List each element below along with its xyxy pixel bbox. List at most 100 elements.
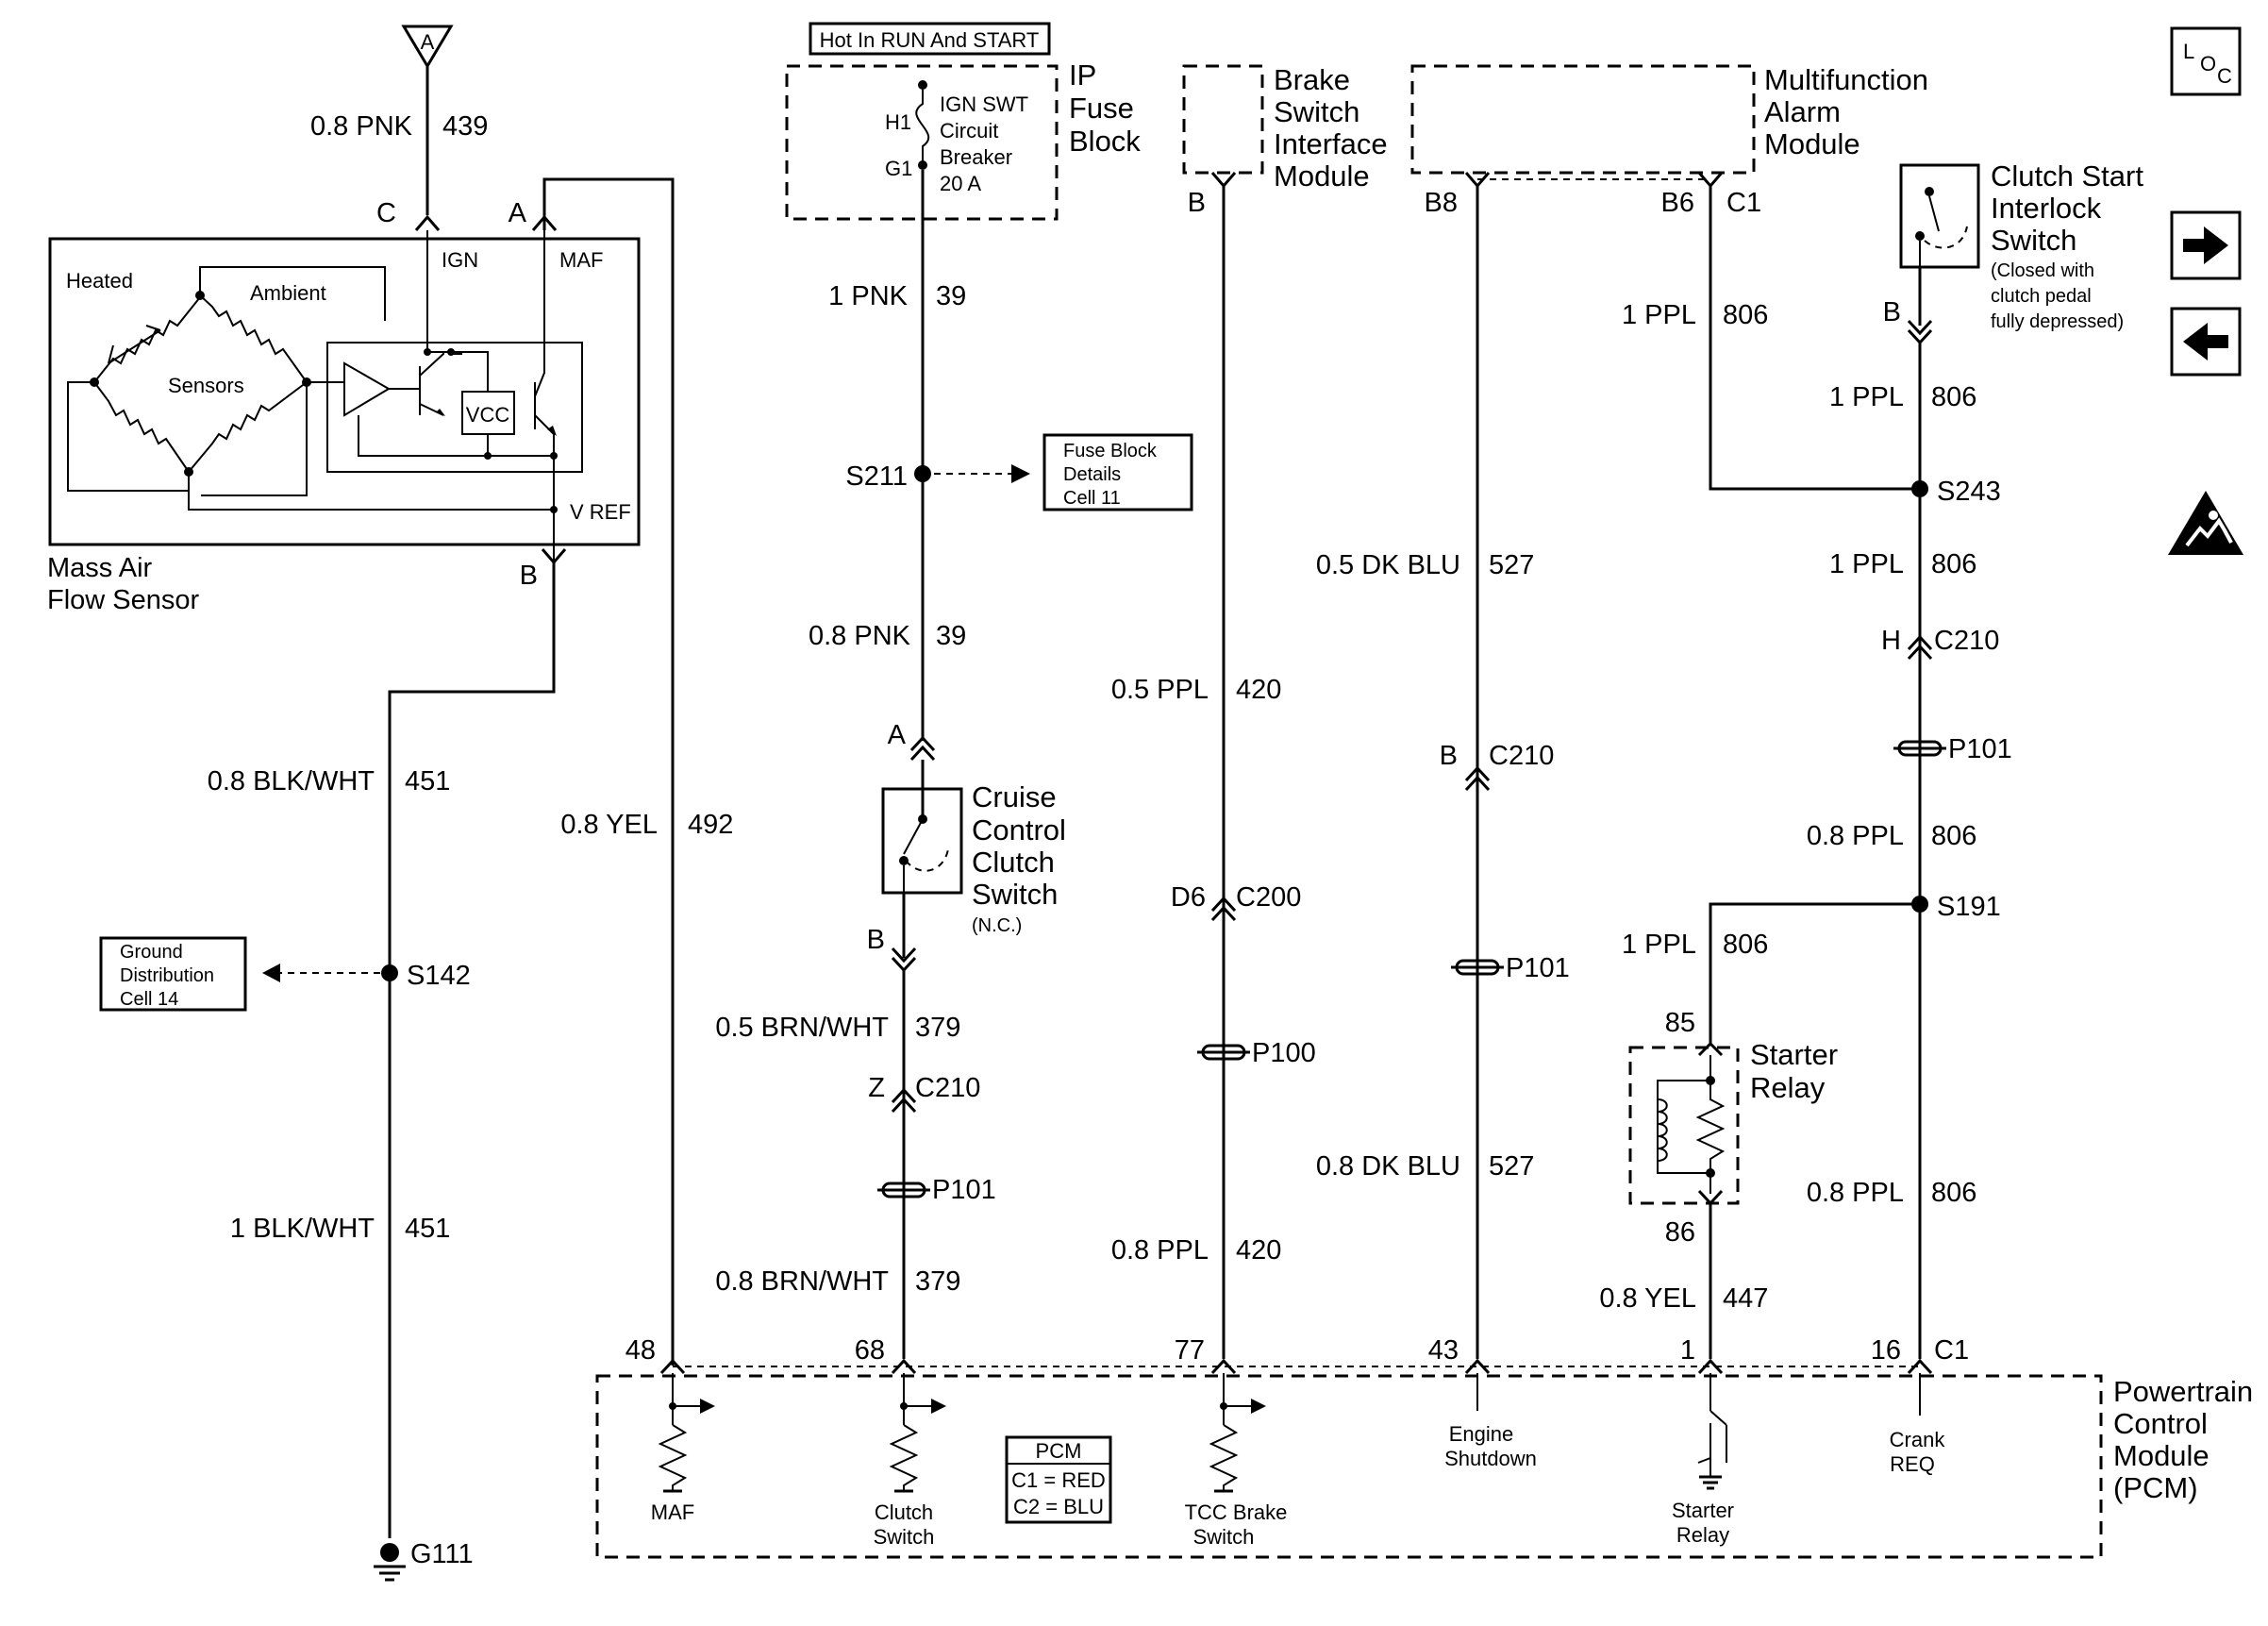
mam-c1-label: C1: [1726, 188, 1761, 218]
fuse-block-details-ref[interactable]: Fuse Block Details Cell 11: [1042, 433, 1193, 511]
pcm-pin-68: 68: [855, 1335, 885, 1366]
pcm-c1-label: C1: [1934, 1335, 1969, 1366]
ip-fuse-block: IP Fuse Block H1 G1 IGN SWT Circuit Brea…: [785, 59, 1141, 221]
ccs-label4: Switch: [972, 878, 1058, 911]
c210-pin: Z: [868, 1073, 885, 1103]
wire-gauge-label: 0.5 BRN/WHT: [715, 1013, 889, 1043]
brake-switch-interface-module: Brake Switch Interface Module: [1182, 63, 1388, 193]
ref-line1: Fuse Block: [1063, 441, 1158, 461]
ccs-pin-a: A: [888, 720, 907, 750]
ccs-pin-b: B: [867, 925, 885, 955]
arrow-right-icon[interactable]: [2170, 210, 2242, 280]
pcm-pin-48: 48: [625, 1335, 656, 1366]
vcc-label: VCC: [466, 403, 510, 427]
pcm-maf-label: MAF: [651, 1500, 694, 1524]
hot-in-run-box: [809, 22, 1051, 56]
powertrain-control-module: MAF Clutch Switch PCM C1 = RED C2 = BLU …: [595, 1373, 2103, 1559]
wire-circuit-label: 420: [1236, 675, 1281, 705]
ip-fuse-label3: Block: [1069, 125, 1141, 158]
wire-gauge-label: 0.8 YEL: [1599, 1283, 1696, 1314]
wire-gauge-label: 0.8 PNK: [809, 621, 911, 651]
bsim-pin-b: B: [1188, 188, 1206, 218]
wire-gauge-label: 0.5 DK BLU: [1316, 550, 1460, 580]
vref-label: V REF: [570, 500, 631, 524]
ref-line2: Details: [1063, 464, 1121, 485]
wire-gauge-label: 0.8 PNK: [310, 111, 413, 142]
csis-label5: clutch pedal: [1991, 286, 2092, 307]
ambient-label: Ambient: [250, 281, 326, 305]
bsim-label2: Switch: [1274, 95, 1359, 128]
splice-s243: [1911, 480, 1928, 497]
g1-label: G1: [885, 157, 912, 180]
pcm-pin-77: 77: [1175, 1335, 1205, 1366]
wire-circuit-label: 806: [1931, 382, 1976, 412]
csis-label3: Switch: [1991, 224, 2076, 257]
breaker-label2: Circuit: [940, 119, 998, 142]
breaker-label1: IGN SWT: [940, 92, 1028, 116]
pcm-pin-16: 16: [1871, 1335, 1901, 1366]
mam-pin-b6: B6: [1661, 188, 1694, 218]
wire-gauge-label: 0.8 BLK/WHT: [208, 766, 375, 796]
pcm-clutch-label2: Switch: [874, 1525, 935, 1549]
wire-gauge-label: 0.8 BRN/WHT: [715, 1266, 889, 1297]
csis-label6: fully depressed): [1991, 311, 2124, 332]
ip-fuse-label2: Fuse: [1069, 92, 1134, 125]
wire-circuit-label: 379: [915, 1013, 960, 1043]
wire-gauge-label: 1 BLK/WHT: [230, 1214, 375, 1244]
wire-circuit-label: 420: [1236, 1235, 1281, 1266]
ground-distribution-ref[interactable]: Ground Distribution Cell 14: [99, 936, 247, 1012]
loc-l: L: [2183, 40, 2194, 63]
wire-gauge-label: 1 PPL: [1622, 930, 1696, 960]
pcm-connector-pins: 48 68 77 43 1 16 C1: [625, 1335, 1969, 1375]
pcm-label1: Powertrain: [2113, 1375, 2253, 1408]
pcm-starter-label1: Starter: [1672, 1499, 1734, 1522]
mass-air-flow-sensor: Heated Ambient Sensors VCC: [48, 230, 641, 562]
maf-maf-label: MAF: [559, 248, 603, 272]
bsim-label4: Module: [1274, 159, 1370, 193]
wire-circuit-label: 806: [1931, 1178, 1976, 1208]
wire-circuit-label: 806: [1723, 930, 1768, 960]
ref-line3: Cell 14: [120, 989, 178, 1010]
c210-label: C210: [1934, 626, 1999, 656]
maf-name-line2: Flow Sensor: [47, 585, 200, 615]
ccs-label3: Clutch: [972, 846, 1055, 879]
s191-label: S191: [1937, 892, 2001, 922]
connector-a-top: A: [401, 25, 454, 69]
wire-circuit-label: 492: [688, 810, 733, 840]
mam-label1: Multifunction: [1764, 63, 1928, 96]
c210-pin: H: [1881, 626, 1901, 656]
pcm-pin-43: 43: [1428, 1335, 1459, 1366]
wire-circuit-label: 439: [442, 111, 488, 142]
maf-ign-label: IGN: [442, 248, 478, 272]
c210-label: C210: [915, 1073, 980, 1103]
pcm-crank-label2: REQ: [1890, 1452, 1935, 1476]
pcm-tcc-label2: Switch: [1193, 1525, 1255, 1549]
pcm-tcc-label1: TCC Brake: [1185, 1500, 1288, 1524]
s211-label: S211: [845, 461, 908, 492]
c200-pin: D6: [1171, 882, 1206, 913]
connector-a-label: A: [421, 30, 435, 54]
maf-pin-a: A: [509, 198, 527, 228]
hot-in-run-label: Hot In RUN And START: [820, 28, 1040, 52]
relay-pin-85: 85: [1665, 1008, 1695, 1038]
loc-icon[interactable]: L O C: [2170, 26, 2242, 96]
c210-pin: B: [1440, 741, 1458, 771]
clutch-start-interlock-switch: [1899, 163, 1980, 269]
wire-gauge-label: 1 PPL: [1622, 300, 1696, 330]
breaker-label4: 20 A: [940, 172, 981, 195]
ccs-label2: Control: [972, 813, 1066, 847]
s243-label: S243: [1937, 477, 2001, 507]
wire-circuit-label: 39: [936, 621, 966, 651]
relay-label1: Starter: [1750, 1038, 1838, 1071]
pass-through-p101: [1893, 740, 1946, 757]
pcm-label3: Module: [2113, 1439, 2210, 1472]
bsim-label1: Brake: [1274, 63, 1350, 96]
wire-circuit-label: 527: [1489, 550, 1534, 580]
arrow-left-icon[interactable]: [2170, 307, 2242, 377]
pcm-clutch-label1: Clutch: [875, 1500, 933, 1524]
wire-circuit-label: 806: [1931, 549, 1976, 579]
starter-relay: [1628, 1041, 1740, 1206]
pcm-label2: Control: [2113, 1407, 2208, 1440]
circuit-breaker-icon: [915, 90, 930, 165]
